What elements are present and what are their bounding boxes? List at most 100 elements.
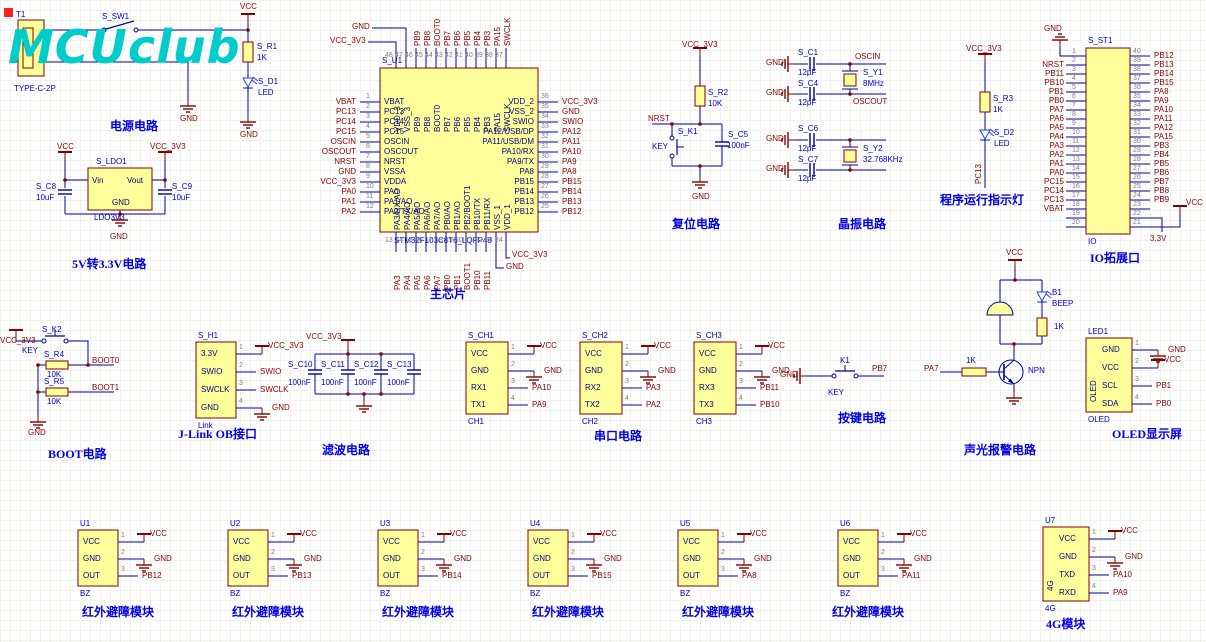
- vcc-power-port[interactable]: [1008, 259, 1022, 268]
- gnd-power-port[interactable]: [136, 559, 152, 572]
- capacitor-symbol[interactable]: [809, 133, 815, 147]
- serial-header-ch3-body[interactable]: [693, 341, 737, 415]
- io-header-body[interactable]: [1085, 47, 1131, 235]
- vcc-power-port[interactable]: [437, 533, 451, 542]
- capacitor-symbol[interactable]: [158, 189, 172, 195]
- vcc-power-port[interactable]: [1173, 205, 1187, 214]
- vcc-power-port[interactable]: [287, 533, 301, 542]
- gnd-power-port[interactable]: [586, 559, 602, 572]
- pushbutton-symbol[interactable]: [831, 365, 859, 379]
- pin-name: VBAT: [384, 97, 405, 106]
- resistor-body[interactable]: [45, 387, 69, 397]
- led-symbol[interactable]: [1036, 290, 1053, 304]
- pin-name: PB7: [443, 116, 452, 132]
- gnd-power-port[interactable]: [640, 371, 656, 384]
- vcc-power-port[interactable]: [1108, 530, 1122, 539]
- vcc-power-port[interactable]: [341, 339, 355, 348]
- vcc-power-port[interactable]: [978, 53, 992, 62]
- capacitor-symbol[interactable]: [374, 369, 388, 375]
- gnd-power-port[interactable]: [1006, 392, 1022, 405]
- npn-transistor-symbol[interactable]: [998, 359, 1024, 385]
- vcc-power-port[interactable]: [58, 151, 72, 160]
- ir-sensor-module-body[interactable]: [837, 529, 879, 587]
- vcc-power-port[interactable]: [897, 533, 911, 542]
- vcc-power-port[interactable]: [158, 151, 172, 160]
- jlink-connector-body[interactable]: [195, 341, 237, 419]
- pin-name: GND: [585, 366, 603, 375]
- vcc-power-port[interactable]: [9, 329, 23, 338]
- buzzer-symbol[interactable]: [986, 301, 1014, 316]
- resistor-body[interactable]: [961, 367, 987, 377]
- net-label: VCC: [910, 529, 927, 538]
- gnd-power-port[interactable]: [30, 416, 46, 429]
- gnd-power-port[interactable]: [1107, 557, 1123, 570]
- crystal-symbol[interactable]: [842, 70, 858, 90]
- net-label: PA9: [532, 400, 547, 409]
- vcc-power-port[interactable]: [255, 345, 269, 354]
- gnd-power-port[interactable]: [526, 371, 542, 384]
- capacitor-symbol[interactable]: [809, 163, 815, 177]
- capacitor-symbol[interactable]: [809, 87, 815, 101]
- resistor-body[interactable]: [694, 85, 706, 107]
- gnd-power-port[interactable]: [436, 559, 452, 572]
- vcc-power-port[interactable]: [737, 533, 751, 542]
- mcu-body[interactable]: [379, 67, 539, 233]
- vcc-power-port[interactable]: [755, 345, 769, 354]
- capacitor-symbol[interactable]: [308, 369, 322, 375]
- gnd-power-port[interactable]: [112, 214, 128, 227]
- gnd-power-port[interactable]: [356, 400, 372, 413]
- pin-name: OUT: [843, 571, 860, 580]
- gnd-power-port[interactable]: [781, 56, 794, 72]
- pushbutton-symbol[interactable]: [41, 330, 69, 344]
- ldo-body[interactable]: [87, 167, 153, 211]
- resistor-body[interactable]: [45, 360, 69, 370]
- gnd-power-port[interactable]: [180, 100, 196, 113]
- gnd-power-port[interactable]: [692, 176, 708, 189]
- oled-display-body[interactable]: [1085, 337, 1133, 413]
- ir-sensor-module-body[interactable]: [227, 529, 269, 587]
- gnd-power-port[interactable]: [1052, 33, 1068, 46]
- vcc-power-port[interactable]: [587, 533, 601, 542]
- ir-sensor-module-body[interactable]: [77, 529, 119, 587]
- gnd-power-port[interactable]: [896, 559, 912, 572]
- vcc-power-port[interactable]: [241, 13, 255, 22]
- gnd-power-port[interactable]: [286, 559, 302, 572]
- vcc-power-port[interactable]: [1151, 359, 1165, 368]
- gnd-power-port[interactable]: [781, 86, 794, 102]
- resistor-body[interactable]: [979, 91, 991, 113]
- power-switch-symbol[interactable]: [101, 20, 139, 33]
- capacitor-symbol[interactable]: [58, 189, 72, 195]
- net-label: PA4: [1049, 132, 1064, 141]
- led-symbol[interactable]: [242, 76, 259, 90]
- ir-sensor-module-body[interactable]: [677, 529, 719, 587]
- gnd-power-port[interactable]: [754, 371, 770, 384]
- gnd-power-port[interactable]: [781, 132, 794, 148]
- resistor-body[interactable]: [242, 41, 254, 63]
- capacitor-symbol[interactable]: [715, 141, 729, 147]
- crystal-symbol[interactable]: [842, 146, 858, 166]
- capacitor-symbol[interactable]: [407, 369, 421, 375]
- usb-connector[interactable]: [17, 19, 45, 77]
- resistor-body[interactable]: [1036, 317, 1048, 337]
- pushbutton-symbol[interactable]: [669, 135, 684, 159]
- vcc-power-port[interactable]: [641, 345, 655, 354]
- vcc-power-port[interactable]: [693, 47, 707, 56]
- serial-header-ch1-body[interactable]: [465, 341, 509, 415]
- gnd-power-port[interactable]: [781, 162, 794, 178]
- serial-header-ch2-body[interactable]: [579, 341, 623, 415]
- led-symbol[interactable]: [979, 128, 996, 142]
- gnd-power-port[interactable]: [793, 368, 806, 384]
- gnd-power-port[interactable]: [240, 116, 256, 129]
- pin-name: PA1/AO: [384, 197, 413, 206]
- capacitor-symbol[interactable]: [341, 369, 355, 375]
- ir-sensor-module-body[interactable]: [377, 529, 419, 587]
- gnd-power-port[interactable]: [254, 408, 270, 421]
- vcc-power-port[interactable]: [137, 533, 151, 542]
- pin-name: RX2: [585, 383, 601, 392]
- vcc-power-port[interactable]: [527, 345, 541, 354]
- capacitor-symbol[interactable]: [809, 57, 815, 71]
- gnd-power-port[interactable]: [736, 559, 752, 572]
- pin-number: 6: [366, 143, 370, 150]
- ir-sensor-module-body[interactable]: [527, 529, 569, 587]
- 4g-module-body[interactable]: [1042, 526, 1090, 602]
